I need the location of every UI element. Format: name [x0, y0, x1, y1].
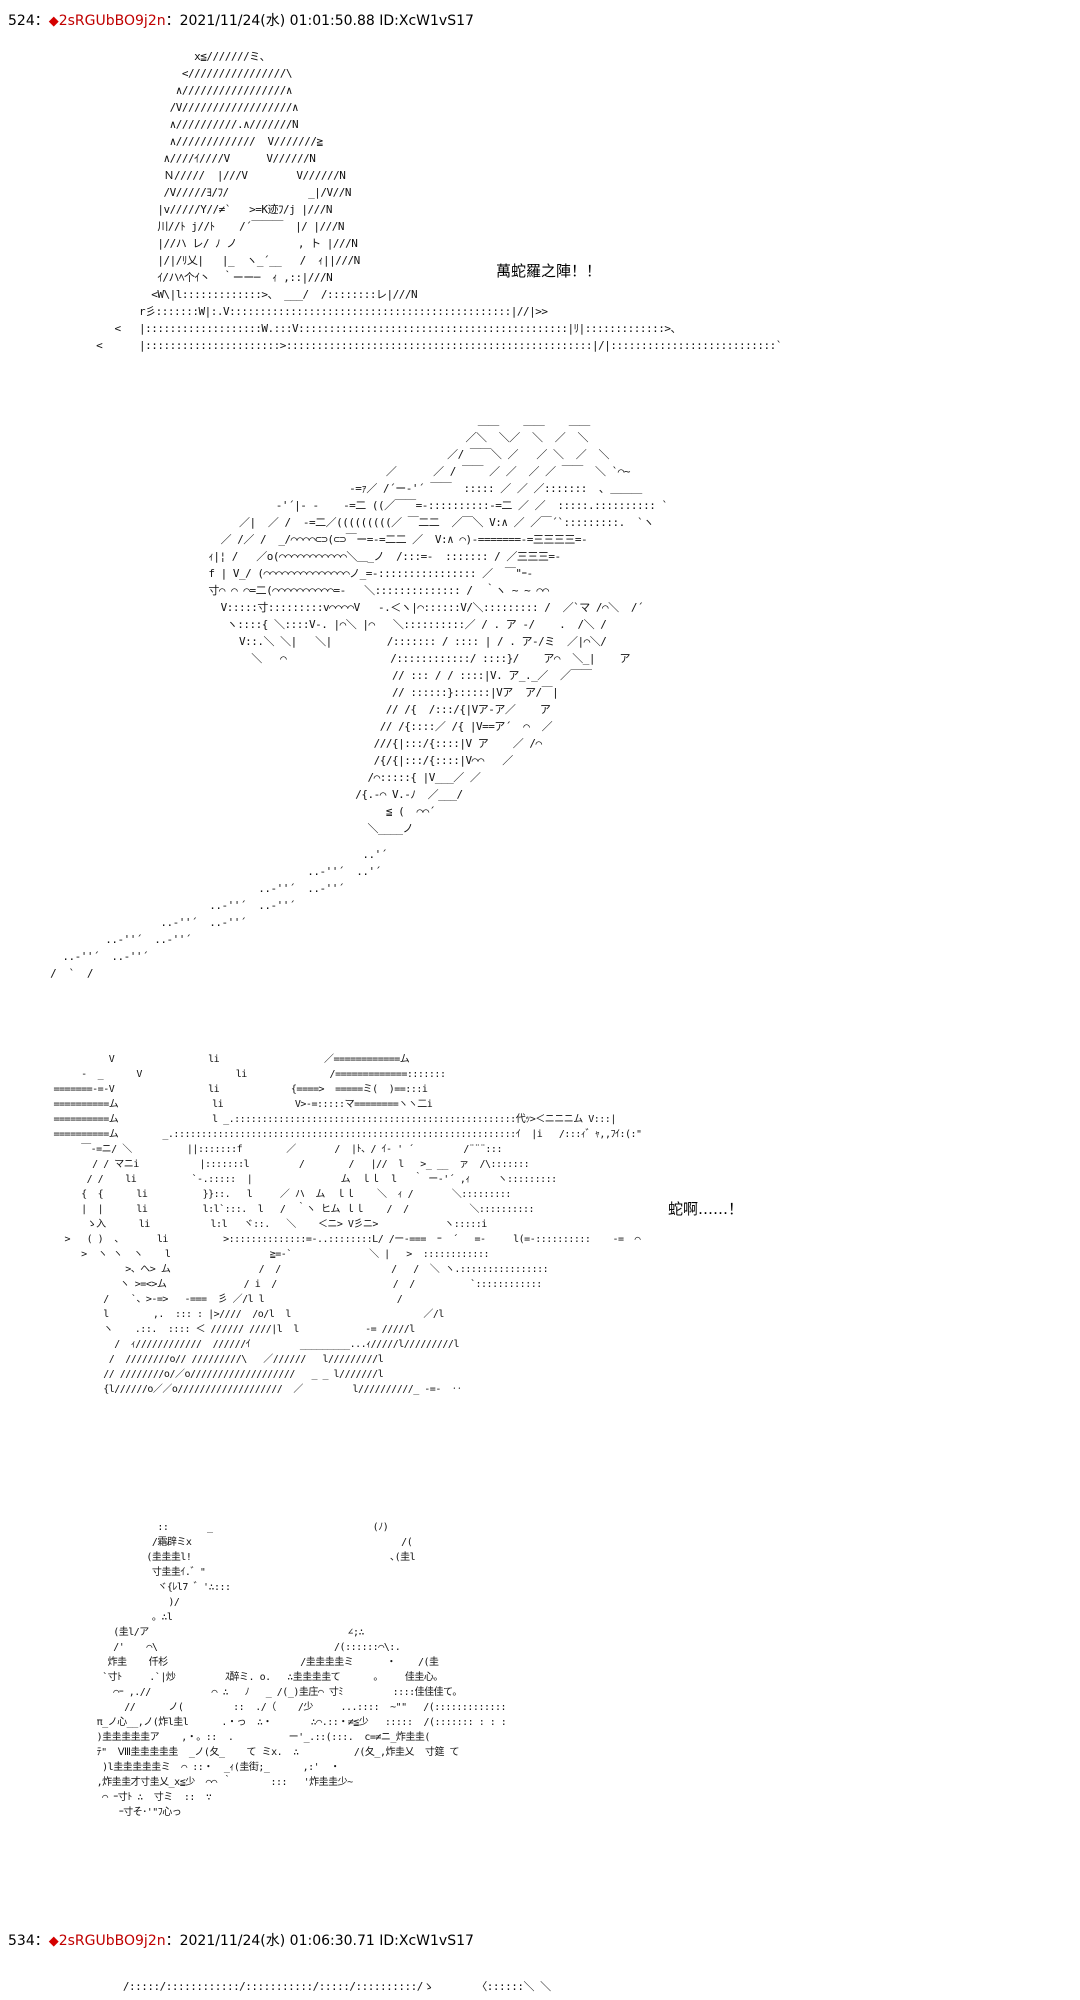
post-trip[interactable]: 2sRGUbBO9j2n: [58, 13, 166, 29]
post-header: 524：◆2sRGUbBO9j2n：2021/11/24(水) 01:01:50…: [8, 12, 474, 31]
post-number: 534: [8, 1933, 35, 1949]
post-meta: ：2021/11/24(水) 01:06:30.71 ID:XcW1vS17: [165, 1933, 474, 1949]
speech-snake: 蛇啊……！: [668, 1200, 744, 1218]
separator: ：: [34, 13, 49, 29]
aa-crowd-art: :: _ (ﾉ) /霜辟ミx /( (圭圭圭l! ､(圭l 寸圭圭ｲ.゛": [96, 1522, 507, 1818]
aa-next-art: /:::::/::::::::::::/:::::::::::/:::::/::…: [80, 1980, 551, 1993]
trip-diamond-icon: ◆: [48, 14, 59, 29]
post-number: 524: [8, 13, 35, 29]
aa-witch-art: x≦///////ミ、 <////////////////\ ∧////////…: [96, 50, 782, 352]
post-trip[interactable]: 2sRGUbBO9j2n: [58, 1933, 166, 1949]
aa-snake-art: ＿＿ ＿＿ ＿＿ ／＼ ＼／ ＼ ／ ＼ ／/ ￣￣＼ ／ ／ ＼ ／ ＼ ／ …: [208, 414, 668, 835]
aa-surrounded-art: V li ／============ム - _ V li /==========…: [53, 1054, 643, 1395]
speech-witch: 萬蛇羅之陣！！: [496, 262, 602, 280]
aa-snake-tail-art: ..'´ ..-''´ ..'´ ..-''´ ..-''´ ..-''´ ..…: [50, 848, 387, 980]
post-header: 534：◆2sRGUbBO9j2n：2021/11/24(水) 01:06:30…: [8, 1932, 474, 1951]
trip-diamond-icon: ◆: [48, 1934, 59, 1949]
separator: ：: [34, 1933, 49, 1949]
post-meta: ：2021/11/24(水) 01:01:50.88 ID:XcW1vS17: [165, 13, 474, 29]
